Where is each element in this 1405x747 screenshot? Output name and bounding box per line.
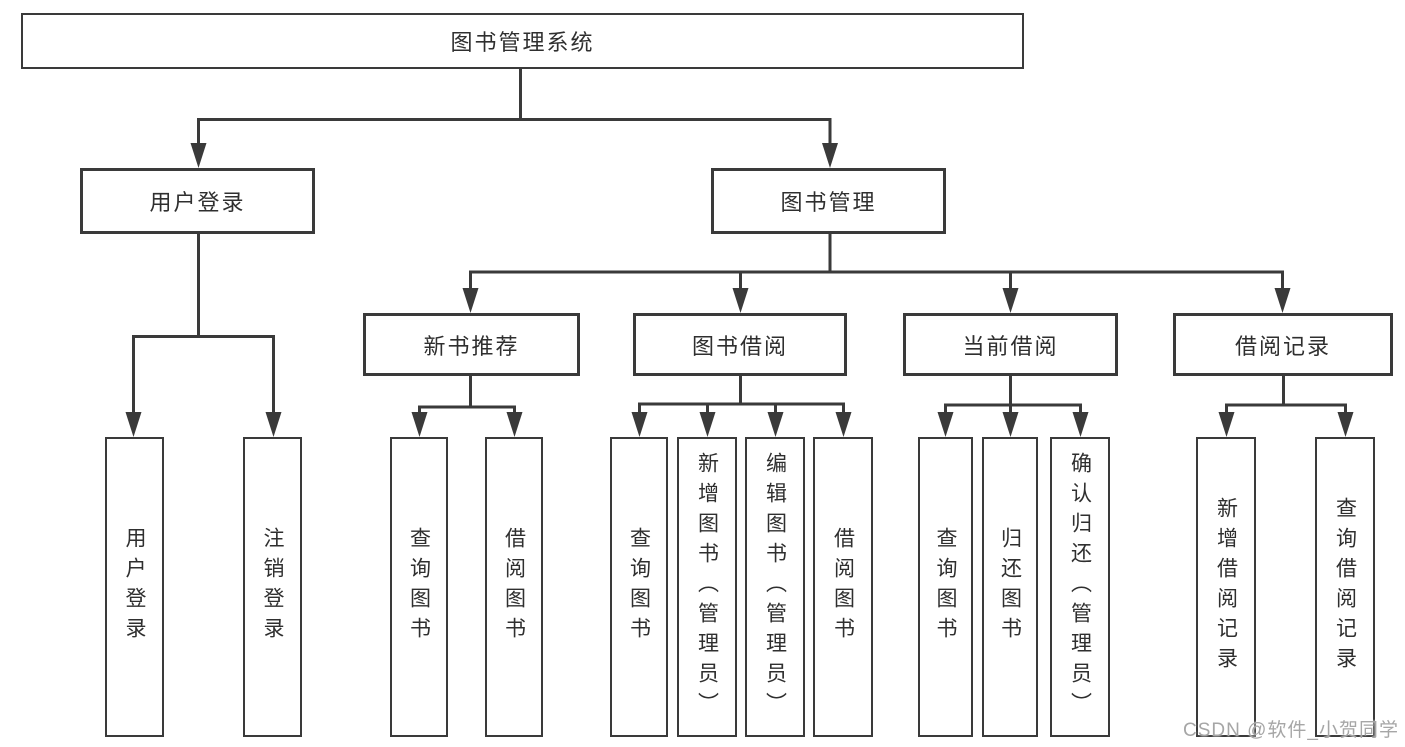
csdn-watermark: CSDN @软件_小贺同学 xyxy=(1183,720,1399,741)
node-root: 图书管理系统 xyxy=(21,13,1024,69)
leaf-borrow-edit-admin: 编辑图书（管理员） xyxy=(745,437,805,737)
node-book-mgmt: 图书管理 xyxy=(711,168,946,234)
leaf-borrow-add-admin: 新增图书（管理员） xyxy=(677,437,737,737)
leaf-newbooks-query: 查询图书 xyxy=(390,437,448,737)
node-user-login: 用户登录 xyxy=(80,168,315,234)
leaf-user-login: 用户登录 xyxy=(105,437,164,737)
leaf-borrow-edit-admin-label: 编辑图书（管理员） xyxy=(763,452,787,722)
leaf-borrow-borrow: 借阅图书 xyxy=(813,437,873,737)
leaf-current-confirm-admin-label: 确认归还（管理员） xyxy=(1068,452,1092,722)
leaf-borrow-query: 查询图书 xyxy=(610,437,668,737)
leaf-records-query-label: 查询借阅记录 xyxy=(1333,497,1357,677)
node-user-login-label: 用户登录 xyxy=(149,190,246,215)
leaf-newbooks-query-label: 查询图书 xyxy=(407,527,431,647)
node-borrow-records-label: 借阅记录 xyxy=(1234,333,1331,359)
node-current-borrow-label: 当前借阅 xyxy=(962,333,1059,359)
node-borrow-records: 借阅记录 xyxy=(1173,313,1393,376)
leaf-newbooks-borrow-label: 借阅图书 xyxy=(502,527,526,647)
node-root-label: 图书管理系统 xyxy=(450,30,595,55)
leaf-current-query-label: 查询图书 xyxy=(934,527,957,647)
node-book-mgmt-label: 图书管理 xyxy=(780,190,877,215)
leaf-logout: 注销登录 xyxy=(243,437,302,737)
leaf-logout-label: 注销登录 xyxy=(261,527,284,647)
leaf-borrow-borrow-label: 借阅图书 xyxy=(831,527,855,647)
node-new-books-label: 新书推荐 xyxy=(423,333,520,359)
leaf-records-query: 查询借阅记录 xyxy=(1315,437,1375,737)
node-new-books: 新书推荐 xyxy=(363,313,580,376)
node-book-borrow: 图书借阅 xyxy=(633,313,847,376)
leaf-borrow-query-label: 查询图书 xyxy=(627,527,651,647)
node-current-borrow: 当前借阅 xyxy=(903,313,1118,376)
leaf-borrow-add-admin-label: 新增图书（管理员） xyxy=(695,452,719,722)
leaf-current-confirm-admin: 确认归还（管理员） xyxy=(1050,437,1110,737)
leaf-newbooks-borrow: 借阅图书 xyxy=(485,437,543,737)
leaf-records-add: 新增借阅记录 xyxy=(1196,437,1256,737)
leaf-current-return: 归还图书 xyxy=(982,437,1038,737)
node-book-borrow-label: 图书借阅 xyxy=(691,333,788,359)
leaf-current-return-label: 归还图书 xyxy=(998,527,1022,647)
leaf-records-add-label: 新增借阅记录 xyxy=(1214,497,1238,677)
leaf-user-login-label: 用户登录 xyxy=(123,527,146,647)
leaf-current-query: 查询图书 xyxy=(918,437,973,737)
